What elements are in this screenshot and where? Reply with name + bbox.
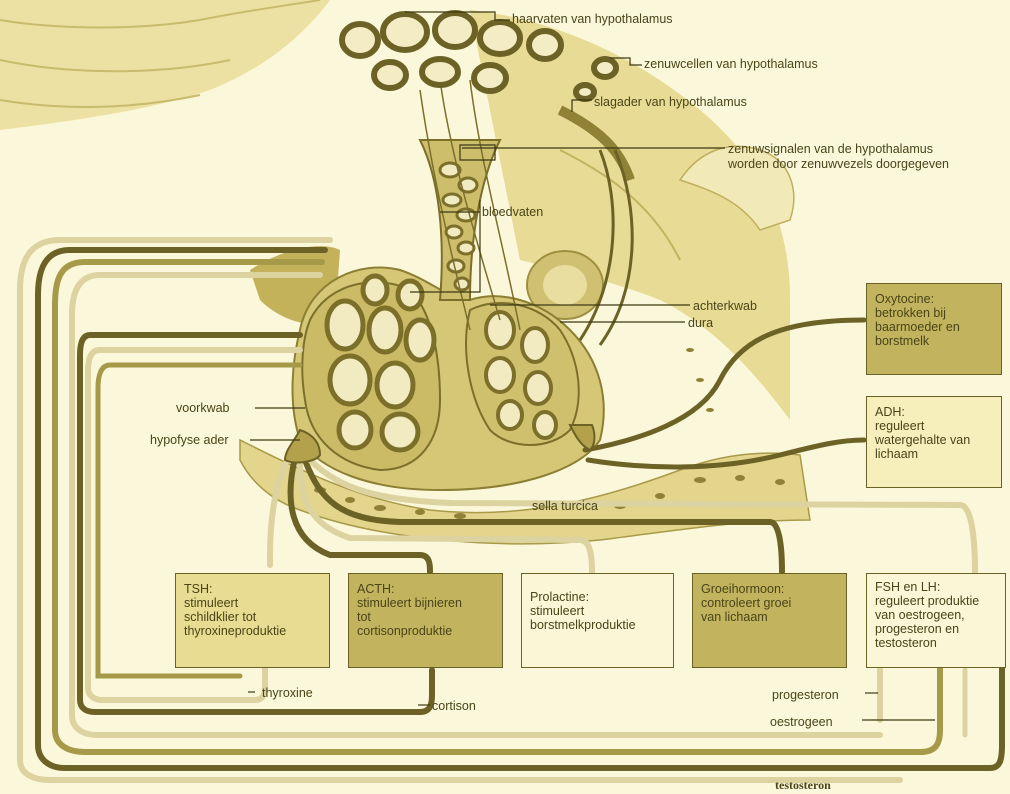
prolactine-line-1: Prolactine: [530,590,667,604]
prolactine-line-2: stimuleert [530,604,667,618]
label-achterkwab: achterkwab [693,299,757,313]
label-zenuwsignalen-line2: worden door zenuwvezels doorgegeven [728,157,949,171]
fsh-lh-line-4: progesteron en [875,622,999,636]
label-zenuwcellen: zenuwcellen van hypothalamus [644,57,818,71]
label-haarvaten: haarvaten van hypothalamus [512,12,673,26]
acth-line-2: stimuleert bijnieren [357,596,496,610]
label-voorkwab: voorkwab [176,401,230,415]
fsh-lh-line-5: testosteron [875,636,999,650]
oxytocine-line-3: baarmoeder en [875,320,995,334]
fsh-lh-line-1: FSH en LH: [875,580,999,594]
acth-line-4: cortisonproduktie [357,624,496,638]
oxytocine-line-4: borstmelk [875,334,995,348]
tsh-line-2: stimuleert [184,596,323,610]
label-dura: dura [688,316,713,330]
fsh-lh-box: FSH en LH: reguleert produktie van oestr… [866,573,1006,668]
acth-box: ACTH: stimuleert bijnieren tot cortisonp… [348,573,503,668]
label-oestrogeen: oestrogeen [770,715,833,729]
tsh-line-1: TSH: [184,582,323,596]
adh-line-3: watergehalte van [875,433,995,447]
adh-line-4: lichaam [875,447,995,461]
adh-line-1: ADH: [875,405,995,419]
adh-box: ADH: reguleert watergehalte van lichaam [866,396,1002,488]
oxytocine-line-1: Oxytocine: [875,292,995,306]
label-hypofyse-ader: hypofyse ader [150,433,229,447]
oxytocine-line-2: betrokken bij [875,306,995,320]
groeihormoon-line-3: van lichaam [701,610,840,624]
tsh-line-4: thyroxineproduktie [184,624,323,638]
adh-line-2: reguleert [875,419,995,433]
groeihormoon-line-1: Groeihormoon: [701,582,840,596]
label-slagader: slagader van hypothalamus [594,95,747,109]
tsh-line-3: schildklier tot [184,610,323,624]
label-zenuwsignalen-line1: zenuwsignalen van de hypothalamus [728,142,933,156]
groeihormoon-line-2: controleert groei [701,596,840,610]
fsh-lh-line-2: reguleert produktie [875,594,999,608]
acth-line-1: ACTH: [357,582,496,596]
label-sella-turcica: sella turcica [532,499,598,513]
acth-line-3: tot [357,610,496,624]
prolactine-box: Prolactine: stimuleert borstmelkprodukti… [521,573,674,668]
label-progesteron: progesteron [772,688,839,702]
fsh-lh-line-3: van oestrogeen, [875,608,999,622]
tsh-box: TSH: stimuleert schildklier tot thyroxin… [175,573,330,668]
label-bloedvaten: bloedvaten [482,205,543,219]
label-thyroxine: thyroxine [262,686,313,700]
oxytocine-box: Oxytocine: betrokken bij baarmoeder en b… [866,283,1002,375]
label-cortison: cortison [432,699,476,713]
label-testosteron: testosteron [775,778,831,792]
prolactine-line-3: borstmelkproduktie [530,618,667,632]
groeihormoon-box: Groeihormoon: controleert groei van lich… [692,573,847,668]
